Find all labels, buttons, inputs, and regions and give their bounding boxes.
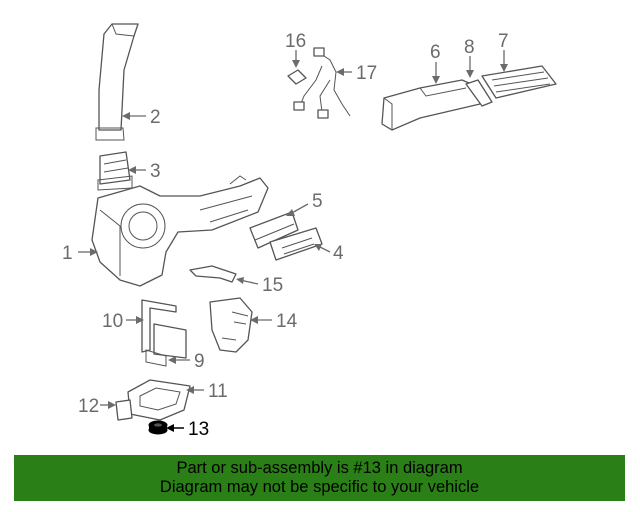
callout-9[interactable]: 9 bbox=[194, 351, 205, 372]
callout-12[interactable]: 12 bbox=[78, 396, 99, 417]
part-6-air-duct[interactable] bbox=[381, 79, 481, 131]
callout-16[interactable]: 16 bbox=[285, 31, 306, 52]
callout-17[interactable]: 17 bbox=[356, 63, 377, 84]
callout-10[interactable]: 10 bbox=[102, 311, 123, 332]
part-2-snorkel-duct[interactable] bbox=[95, 23, 139, 141]
callout-4[interactable]: 4 bbox=[333, 243, 344, 264]
callout-13-highlighted[interactable]: 13 bbox=[188, 419, 209, 440]
callout-1[interactable]: 1 bbox=[62, 243, 73, 264]
part-7-outlet-duct[interactable] bbox=[481, 65, 557, 99]
part-15-bracket[interactable] bbox=[189, 265, 237, 283]
part-5-blower-resistor[interactable] bbox=[249, 211, 299, 249]
leader-arrows bbox=[78, 50, 508, 432]
footer-banner: Part or sub-assembly is #13 in diagram D… bbox=[14, 455, 625, 501]
callout-11[interactable]: 11 bbox=[208, 381, 228, 402]
callout-5[interactable]: 5 bbox=[312, 191, 323, 212]
part-14-motor[interactable] bbox=[209, 297, 253, 353]
part-13-grommet[interactable] bbox=[148, 420, 168, 435]
callout-15[interactable]: 15 bbox=[262, 275, 283, 296]
footer-line-2: Diagram may not be specific to your vehi… bbox=[159, 478, 480, 496]
part-16-connector[interactable] bbox=[287, 69, 307, 85]
callout-8[interactable]: 8 bbox=[464, 37, 475, 58]
callout-3[interactable]: 3 bbox=[150, 161, 161, 182]
part-17-wiring-harness[interactable] bbox=[293, 47, 351, 119]
part-9-actuator[interactable] bbox=[145, 323, 187, 367]
part-10-bracket[interactable] bbox=[141, 299, 177, 353]
part-3-inlet-screen[interactable] bbox=[97, 151, 133, 191]
part-8-duct-seal[interactable] bbox=[465, 79, 493, 107]
callout-2[interactable]: 2 bbox=[150, 107, 161, 128]
callout-7[interactable]: 7 bbox=[498, 31, 509, 52]
callout-14[interactable]: 14 bbox=[276, 311, 298, 332]
footer-line-1: Part or sub-assembly is #13 in diagram bbox=[176, 459, 463, 477]
part-11-tray[interactable] bbox=[127, 379, 191, 421]
part-12-clip[interactable] bbox=[115, 399, 133, 421]
callout-6[interactable]: 6 bbox=[430, 42, 441, 63]
part-1-blower-housing[interactable] bbox=[91, 175, 269, 287]
